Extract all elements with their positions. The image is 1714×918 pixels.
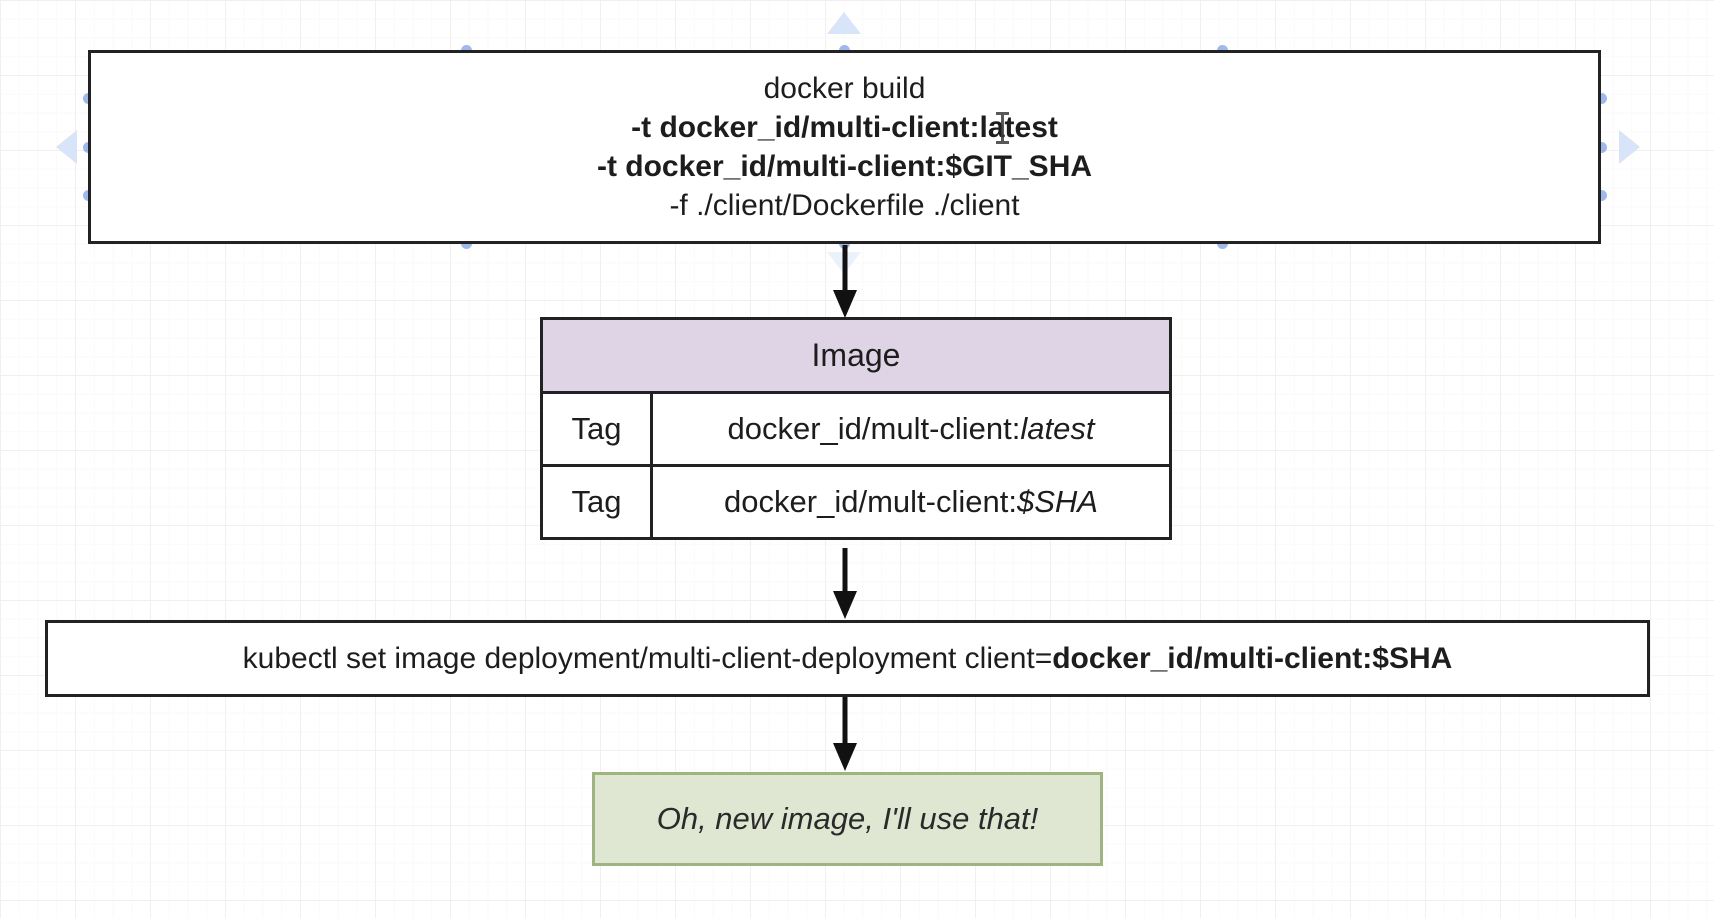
kubectl-command-image-ref: docker_id/multi-client:$SHA [1052,641,1453,675]
node-docker-build-command[interactable]: docker build -t docker_id/multi-client:l… [88,50,1601,244]
kubectl-command-text: kubectl set image deployment/multi-clien… [243,642,1453,676]
navigate-left-arrow-icon[interactable] [56,130,77,164]
connector-arrow-kubectl-to-speech[interactable] [830,697,860,772]
table-cell-tag-value: docker_id/mult-client:latest [653,394,1169,464]
build-command-line-4: -f ./client/Dockerfile ./client [669,189,1020,222]
connector-arrow-image-to-kubectl[interactable] [830,548,860,620]
node-pod-speech[interactable]: Oh, new image, I'll use that! [592,772,1103,866]
node-kubectl-command[interactable]: kubectl set image deployment/multi-clien… [45,620,1650,697]
connection-point[interactable] [1596,93,1607,104]
table-row[interactable]: Tag docker_id/mult-client:$SHA [540,464,1172,540]
build-command-line-2: -t docker_id/multi-client:latest [631,111,1058,144]
image-table-header[interactable]: Image [540,317,1172,394]
node-image-table[interactable]: Image Tag docker_id/mult-client:latest T… [540,317,1172,540]
connection-point[interactable] [1596,190,1607,201]
tag-value-prefix: docker_id/mult-client: [727,411,1021,446]
text-cursor-icon [996,112,1009,144]
table-cell-tag-value: docker_id/mult-client:$SHA [653,467,1169,537]
speech-text: Oh, new image, I'll use that! [656,801,1039,836]
kubectl-command-prefix: kubectl set image deployment/multi-clien… [242,641,1053,675]
build-command-line-3: -t docker_id/multi-client:$GIT_SHA [596,150,1093,183]
build-command-line-1: docker build [763,72,926,105]
table-row[interactable]: Tag docker_id/mult-client:latest [540,391,1172,467]
tag-value-variable: $SHA [1016,484,1098,519]
navigate-right-arrow-icon[interactable] [1619,130,1640,164]
table-cell-tag-label: Tag [543,394,653,464]
tag-value-prefix: docker_id/mult-client: [724,484,1017,519]
table-cell-tag-label: Tag [543,467,653,537]
connection-point[interactable] [1596,142,1607,153]
tag-value-variable: latest [1020,411,1095,446]
navigate-up-arrow-icon[interactable] [827,12,861,34]
connector-arrow-build-to-image[interactable] [830,245,860,319]
